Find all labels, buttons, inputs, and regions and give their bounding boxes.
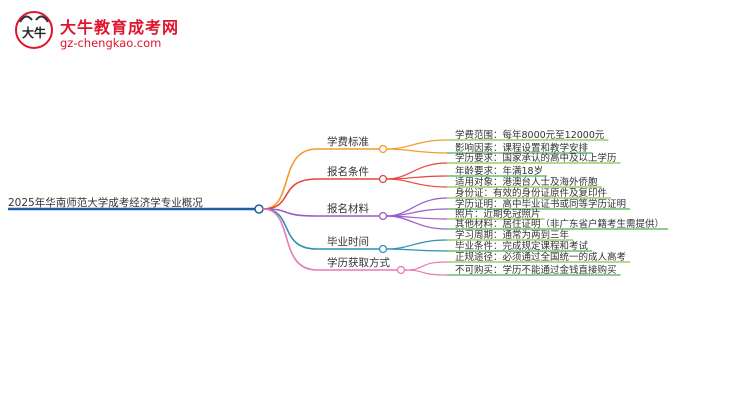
leaf-connector <box>386 178 448 188</box>
branch-node-dot[interactable] <box>378 144 388 154</box>
leaf-connector <box>386 208 448 217</box>
branch-label: 毕业时间 <box>327 235 369 248</box>
leaf-connector <box>404 261 448 271</box>
leaf-label: 年龄要求：年满18岁 <box>455 165 543 177</box>
branch-label: 报名材料 <box>327 202 369 215</box>
branch-node-dot[interactable] <box>396 265 406 275</box>
leaf-label: 学费范围：每年8000元至12000元 <box>455 129 605 141</box>
leaf-connector <box>386 148 448 154</box>
leaf-label: 学习周期：通常为两到三年 <box>455 229 570 241</box>
leaf-label: 影响因素：课程设置和教学安排 <box>455 142 589 154</box>
leaf-connector <box>386 197 448 217</box>
branch-node-dot[interactable] <box>378 174 388 184</box>
site-logo[interactable]: 大牛 大牛教育成考网 gz-chengkao.com <box>14 10 204 56</box>
leaf-label: 身份证：有效的身份证原件及复印件 <box>455 187 608 199</box>
site-title: 大牛教育成考网 <box>60 18 180 37</box>
leaf-connector <box>404 269 448 276</box>
root-node-dot[interactable] <box>254 204 264 214</box>
logo-mark-text: 大牛 <box>22 25 46 40</box>
branch-connector <box>262 208 318 217</box>
branch-connector <box>262 178 318 210</box>
leaf-connector <box>386 248 448 252</box>
branch-connector <box>262 208 318 271</box>
leaf-label: 正规途径：必须通过全国统一的成人高考 <box>455 251 626 263</box>
leaf-connector <box>386 139 448 150</box>
branch-connector <box>262 208 318 250</box>
leaf-connector <box>386 215 448 230</box>
leaf-label: 照片：近期免冠照片 <box>455 208 541 220</box>
leaf-label: 学历证明：高中毕业证书或同等学历证明 <box>455 198 626 210</box>
leaf-connector <box>386 239 448 250</box>
site-url[interactable]: gz-chengkao.com <box>60 36 162 50</box>
branch-node-dot[interactable] <box>378 211 388 221</box>
branch-label: 学历获取方式 <box>327 256 390 269</box>
leaf-label: 学历要求：国家承认的高中及以上学历 <box>455 152 617 164</box>
root-topic: 2025年华南师范大学成考经济学专业概况 <box>8 196 203 209</box>
branch-label: 报名条件 <box>327 165 369 178</box>
leaf-label: 其他材料：居住证明（非广东省户籍考生需提供） <box>455 218 664 230</box>
leaf-label: 毕业条件：完成规定课程和考试 <box>455 240 589 252</box>
branch-label: 学费标准 <box>327 135 369 148</box>
leaf-label: 不可购买：学历不能通过金钱直接购买 <box>455 264 617 276</box>
branch-node-dot[interactable] <box>378 244 388 254</box>
leaf-label: 适用对象：港澳台人士及海外侨胞 <box>455 176 598 188</box>
bull-logo-icon: 大牛 <box>15 11 53 49</box>
branch-connector <box>262 148 318 210</box>
